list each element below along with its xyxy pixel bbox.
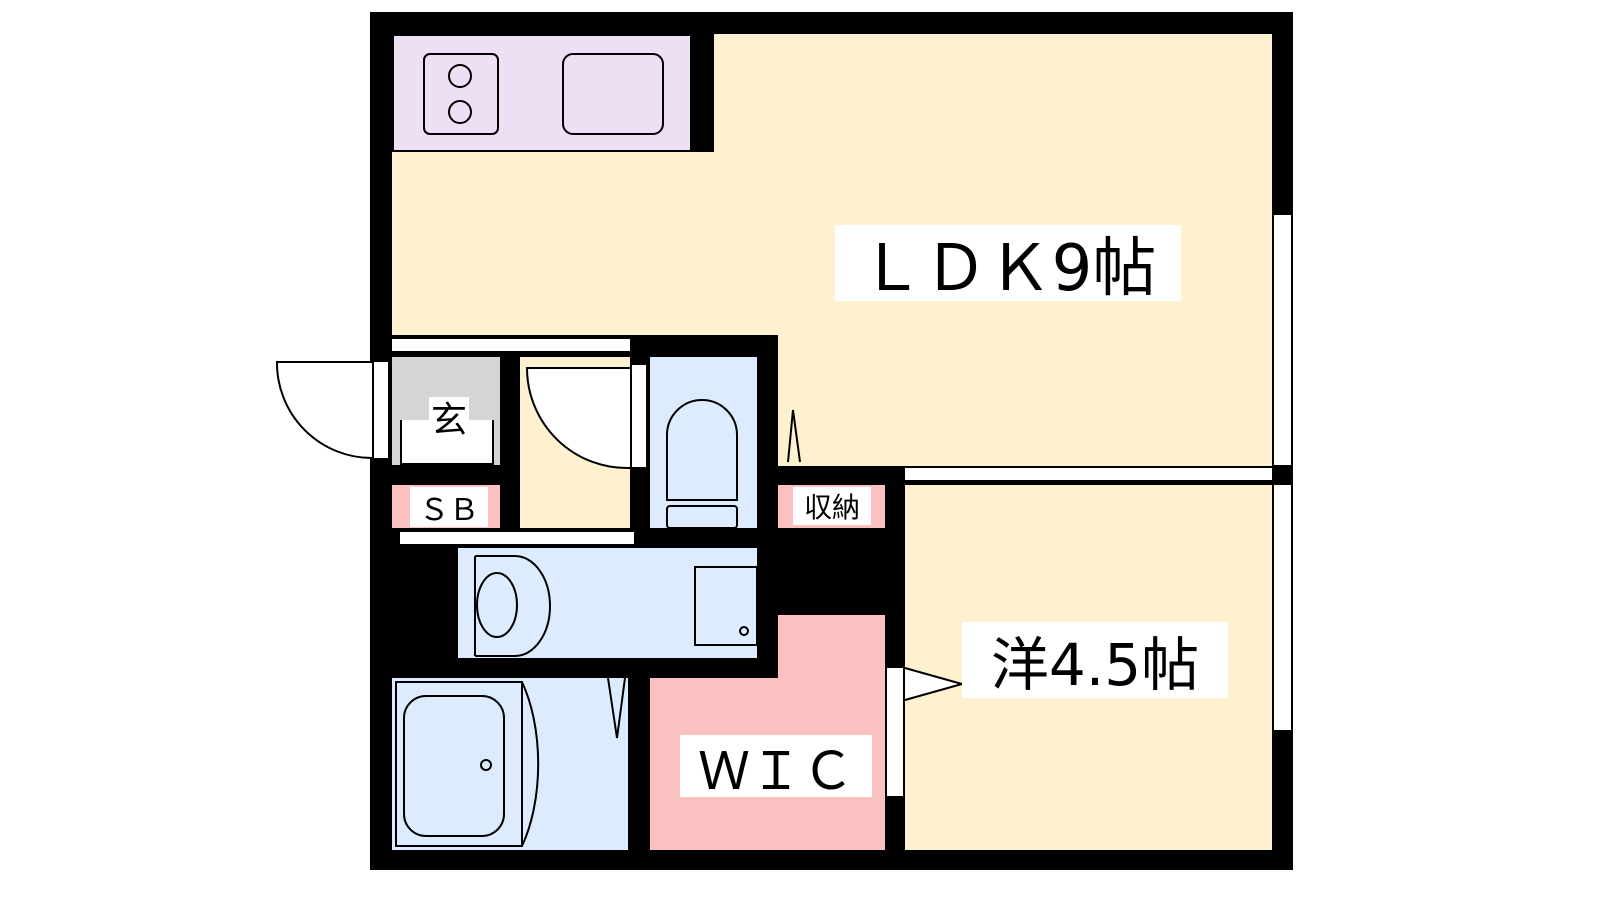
window-western bbox=[1272, 485, 1293, 730]
entry-door-frame bbox=[372, 362, 390, 458]
sliding-door-wash bbox=[400, 530, 634, 546]
room-ldk-lower bbox=[778, 335, 1272, 466]
window-ldk bbox=[1272, 215, 1293, 465]
door-western bbox=[885, 668, 905, 796]
sliding-door-ldk-western bbox=[905, 466, 1272, 482]
shoe-box-label: ＳＢ bbox=[410, 487, 488, 528]
room-wic-upper bbox=[778, 615, 885, 678]
sliding-door-entry bbox=[392, 337, 630, 353]
storage-label: 収納 bbox=[793, 487, 871, 525]
wic-label: ＷＩＣ bbox=[680, 735, 872, 802]
entrance-label: 玄 bbox=[429, 397, 469, 441]
ldk-label: ＬＤＫ9帖 bbox=[835, 225, 1181, 306]
kitchen-wall bbox=[692, 34, 714, 152]
entrance-step bbox=[400, 420, 494, 465]
toilet-door-frame bbox=[630, 365, 648, 467]
bathroom bbox=[392, 678, 628, 850]
western-label: 洋4.5帖 bbox=[962, 622, 1228, 699]
